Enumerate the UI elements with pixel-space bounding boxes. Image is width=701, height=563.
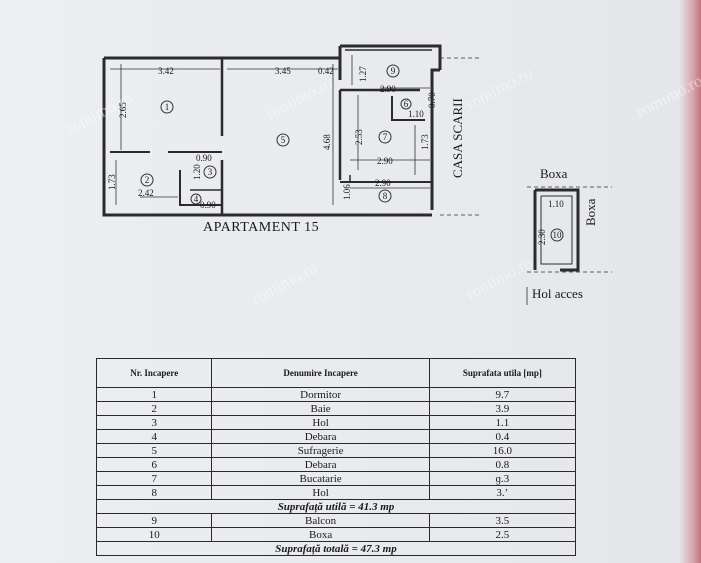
room-number-4: 4 [194,194,199,204]
cell-name: Balcon [211,513,430,528]
room-number-8: 8 [383,191,388,201]
cell-name: Dormitor [211,387,430,402]
cell-area: 0.8 [428,457,577,472]
total-area-summary-row: Suprafață totală = 47.3 mp [96,541,576,556]
cell-nr: 6 [95,457,213,472]
cell-name: Debara [211,457,430,472]
dim-label: 2.42 [138,188,154,198]
dim-label: 1.73 [420,134,430,150]
cell-name: Hol [211,485,430,500]
header-room-nr: Nr. Incapere [95,358,213,388]
total-area-summary: Suprafață totală = 47.3 mp [96,541,576,556]
cell-name: Hol [211,415,430,430]
dim-label: 4.68 [322,134,332,150]
useful-area-summary-row: Suprafață utilă = 41.3 mp [96,499,576,514]
dim-label: 0.42 [318,66,334,76]
watermark: romimo.ro [463,253,536,304]
storage-label-top: Boxa [540,166,568,181]
watermark: romimo.ro [633,71,701,122]
cell-area: 1.1 [428,415,577,430]
cell-nr: 5 [95,443,213,458]
dim-label: 0.90 [200,200,216,210]
dim-label: 1.27 [358,66,368,82]
cell-nr: 9 [95,513,213,528]
cell-nr: 1 [95,387,213,402]
red-edge-shadow [679,0,701,563]
dim-label: 0.70 [427,92,437,108]
watermark: romimo.ro [463,63,536,114]
header-room-name: Denumire Incapere [211,358,430,388]
cell-area: 2.5 [428,527,577,542]
dim-label: 2.90 [375,178,391,188]
table-header-row: Nr. Incapere Denumire Incapere Suprafata… [95,358,577,388]
cell-nr: 4 [95,429,213,444]
cell-name: Sufragerie [211,443,430,458]
room-number-10: 10 [553,230,563,240]
room-number-1: 1 [165,102,170,112]
dim-label: 2.65 [118,102,128,118]
dim-label: 1.10 [408,109,424,119]
room-number-3: 3 [208,167,213,177]
room-number-7: 7 [383,132,388,142]
cell-name: Debara [211,429,430,444]
access-hall-label: Hol acces [532,286,583,301]
dim-label: 3.45 [275,66,291,76]
storage-label-side: Boxa [583,198,598,226]
dim-label: 3.42 [158,66,174,76]
cell-name: Baie [211,401,430,416]
room-number-5: 5 [281,135,286,145]
dim-label: 1.20 [192,164,202,180]
cell-area: 3.9 [428,401,577,416]
dim-label: 2.53 [354,129,364,145]
room-number-9: 9 [391,66,396,76]
watermark: romimo.ro [248,258,321,309]
cell-area: 16.0 [428,443,577,458]
room-number-2: 2 [145,175,150,185]
cell-area: 0.4 [428,429,577,444]
cell-name: Boxa [211,527,430,542]
cell-area: ɡ.3 [428,471,577,486]
cell-nr: 2 [95,401,213,416]
header-useful-area: Suprafata utila [mp] [428,358,577,388]
cell-area: 9.7 [428,387,577,402]
cell-nr: 8 [95,485,213,500]
dim-label: 1.73 [107,174,117,190]
cell-name: Bucatarie [211,471,430,486]
cell-nr: 10 [95,527,213,542]
area-table: Nr. Incapere Denumire Incapere Suprafata… [95,358,577,556]
dim-label: 2.90 [380,84,396,94]
dim-label: 0.90 [196,153,212,163]
room-number-6: 6 [404,99,409,109]
dim-label: 1.06 [342,184,352,200]
useful-area-summary: Suprafață utilă = 41.3 mp [96,499,576,514]
dim-label: 1.10 [548,199,564,209]
cell-area: 3.ʼ [428,485,577,500]
cell-nr: 3 [95,415,213,430]
dim-label: 2.30 [537,229,547,245]
watermark: romimo.ro [263,73,336,124]
dim-label: 2.90 [377,156,393,166]
apartment-title: APARTAMENT 15 [203,220,320,235]
cell-nr: 7 [95,471,213,486]
cell-area: 3.5 [428,513,577,528]
stairwell-label: CASA SCARII [450,98,465,178]
